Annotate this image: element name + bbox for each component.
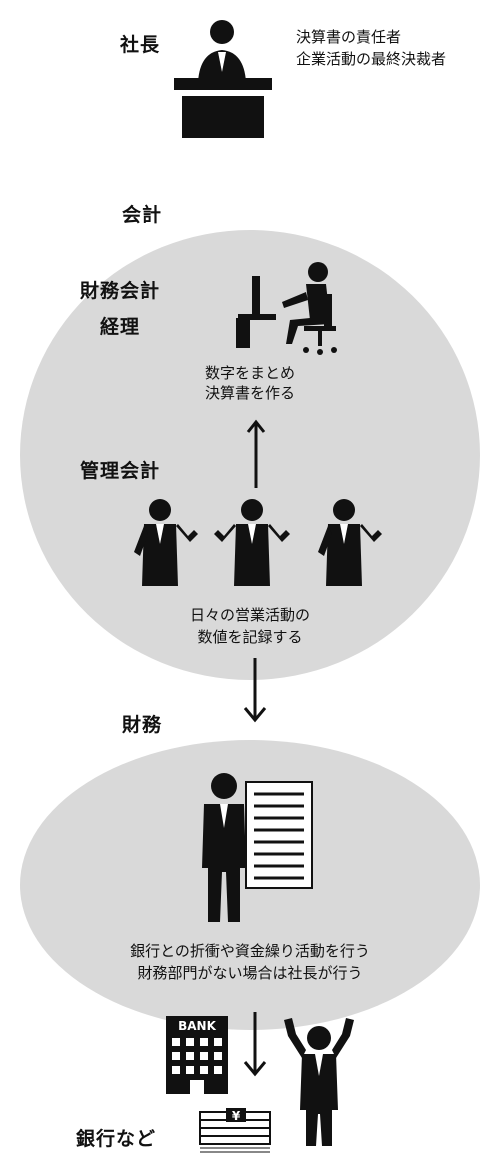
financial-accounting-label: 財務会計 (80, 280, 161, 302)
president-label: 社長 (120, 34, 161, 56)
keiri-task-line1: 数字をまとめ (204, 364, 295, 382)
money-stack-icon: ¥ (199, 1108, 271, 1153)
finance-task-line1: 銀行との折衝や資金繰り活動を行う (130, 942, 370, 960)
accounting-circle (20, 230, 480, 680)
president-at-desk-icon (174, 20, 272, 138)
finance-task-line2: 財務部門がない場合は社長が行う (137, 964, 363, 982)
daily-record-line2: 数値を記録する (197, 628, 303, 646)
cheering-person-icon (284, 1018, 354, 1146)
bank-label: 銀行など (76, 1128, 157, 1150)
daily-record-line1: 日々の営業活動の (189, 606, 310, 624)
bank-sign-text: BANK (178, 1019, 216, 1033)
accountant-at-computer-icon (236, 262, 337, 355)
worker-icon (318, 499, 382, 586)
arrow-down-icon (243, 658, 267, 723)
accounting-label: 会計 (122, 204, 163, 226)
president-desc-line2: 企業活動の最終決裁者 (296, 50, 447, 68)
finance-person-with-document-icon (202, 773, 313, 922)
arrow-down-icon (243, 1012, 267, 1077)
finance-label: 財務 (122, 714, 163, 736)
worker-icon (214, 499, 290, 586)
keiri-task-line2: 決算書を作る (204, 384, 295, 402)
yen-symbol-text: ¥ (232, 1109, 241, 1123)
arrow-up-icon (246, 419, 266, 488)
president-desc-line1: 決算書の責任者 (296, 28, 402, 46)
management-accounting-label: 管理会計 (80, 460, 161, 482)
bank-building-icon: BANK (166, 1016, 228, 1094)
keiri-label: 経理 (100, 316, 141, 338)
worker-icon (134, 499, 198, 586)
